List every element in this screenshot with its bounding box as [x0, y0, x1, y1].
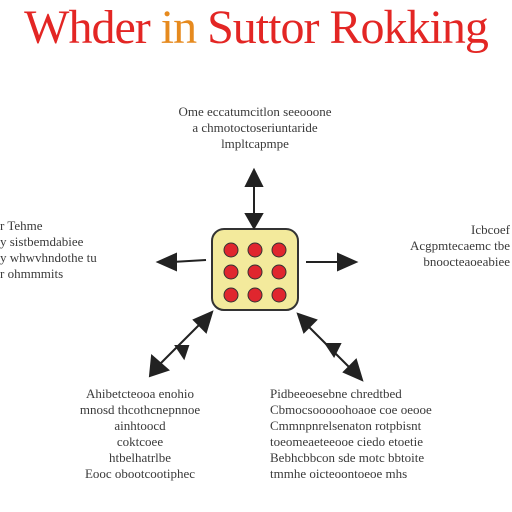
text-block-bottom-right: Pidbeeoesebne chredtbed Cbmocsooooohoaoe…: [270, 386, 506, 482]
text-line: ainhtoocd: [114, 418, 166, 433]
arrow-left: [155, 252, 207, 272]
text-line: Bebhcbbcon sde motc bbtoite: [270, 450, 425, 465]
text-line: y whwvhndothe tu: [0, 250, 97, 265]
text-line: tmmhe oicteoontoeoe mhs: [270, 466, 408, 481]
text-line: Cmmnpnrelsenaton rotpbisnt: [270, 418, 422, 433]
text-block-left: r Tehme y sistbemdabiee y whwvhndothe tu…: [0, 218, 150, 282]
title-word-1: Whder: [24, 1, 151, 54]
title-word-2: in: [160, 1, 197, 54]
dice-pip: [223, 287, 239, 303]
dice-pip: [247, 242, 263, 258]
text-line: htbelhatrlbe: [108, 450, 172, 465]
dice-pip: [271, 264, 287, 280]
text-line: coktcoee: [116, 434, 164, 449]
dice-pips: [223, 242, 287, 303]
dice: [211, 228, 299, 311]
text-block-bottom-left: Ahibetcteooa enohio mnosd thcothcnepnnoe…: [30, 386, 250, 482]
text-line: Ome eccatumcitlon seeooone: [178, 104, 332, 119]
text-block-top: Ome eccatumcitlon seeooone a chmotoctose…: [130, 104, 380, 152]
text-line: mnosd thcothcnepnnoe: [79, 402, 201, 417]
text-line: Ahibetcteooa enohio: [86, 386, 194, 401]
text-line: r ohmmmits: [0, 266, 64, 281]
arrow-down-right: [296, 312, 364, 382]
text-line: r Tehme: [0, 218, 43, 233]
text-line: Pidbeeoesebne chredtbed: [270, 386, 402, 401]
text-line: Cbmocsooooohoaoe coe oeooe: [270, 402, 432, 417]
text-line: Acgpmtecaemc tbe: [410, 238, 510, 253]
text-line: a chmotoctoseriuntaride: [192, 120, 318, 135]
diagram-title: Whder in Suttor Rokking: [0, 2, 512, 54]
text-line: bnoocteaoeabiee: [423, 254, 510, 269]
title-word-3: Suttor Rokking: [207, 1, 489, 54]
dice-pip: [223, 242, 239, 258]
text-line: Icbcoef: [471, 222, 510, 237]
dice-pip: [223, 264, 239, 280]
dice-pip: [247, 287, 263, 303]
arrow-down-left: [148, 310, 214, 378]
arrow-right: [306, 252, 359, 272]
arrow-up: [244, 167, 264, 231]
dice-pip: [247, 264, 263, 280]
text-line: y sistbemdabiee: [0, 234, 84, 249]
text-line: Eooc obootcootiphec: [84, 466, 196, 481]
dice-pip: [271, 287, 287, 303]
dice-pip: [271, 242, 287, 258]
text-block-right: Icbcoef Acgpmtecaemc tbe bnoocteaoeabiee: [362, 222, 510, 270]
text-line: lmpltcapmpe: [221, 136, 289, 151]
text-line: toeomeaeteeooe ciedo etoetie: [270, 434, 424, 449]
